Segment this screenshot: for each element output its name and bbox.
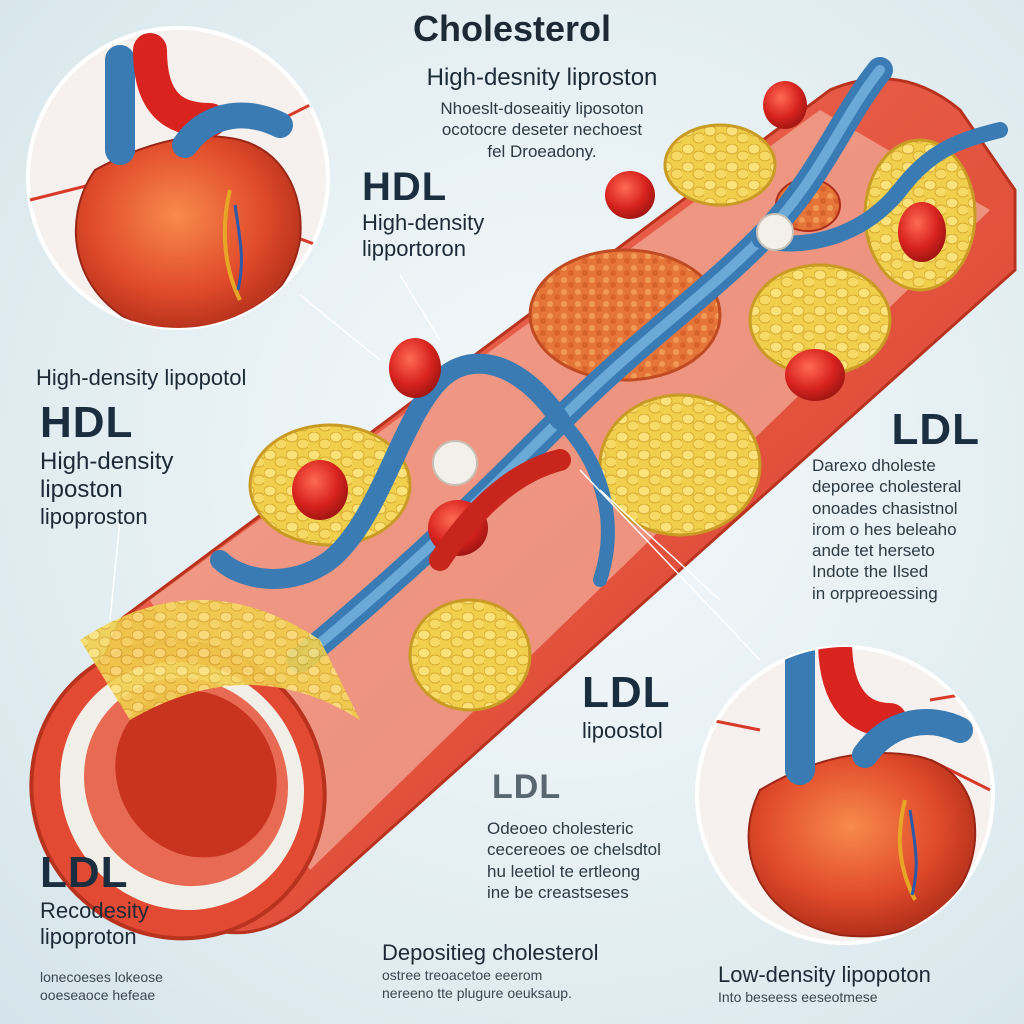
ldl-right-line: in orppreoessing	[812, 583, 938, 603]
ldl-lower-line: cecereoes oe chelsdtol	[487, 840, 661, 860]
ldl-left-label: LDL Recodesity lipoproton	[40, 848, 149, 950]
hdl-center-line: lipportoron	[362, 236, 466, 261]
ldl-right-line: Indote the Ilsed	[812, 562, 929, 582]
depositing-line: nereeno tte plugure oeuksaup.	[382, 985, 572, 1002]
ldl-lower-line: ine be creastseses	[487, 882, 629, 902]
ldl-left-note: lonecoeses lokeose	[40, 969, 163, 985]
hdl-center-line: High-density	[362, 210, 485, 235]
header-blurb-line: fel Droeadony.	[487, 141, 597, 161]
ldl-middle-line: lipoostol	[582, 718, 663, 743]
ldl-lower-line: hu leetiol te ertleong	[487, 861, 641, 881]
ldl-right-line: irom o hes beleaho	[812, 519, 957, 539]
right-heart-inset	[695, 645, 995, 945]
hdl-left-heading: HDL	[40, 398, 134, 447]
ldl-right-description: Darexo dholeste deporee cholesteral onoa…	[812, 455, 961, 604]
ldl-lower-label: LDL	[492, 768, 561, 807]
ldl-right-line: ande tet herseto	[812, 541, 935, 560]
header-blurb-line: Nhoeslt-doseaitiy liposoton	[440, 99, 644, 118]
ldl-lower-line: Odeoeo cholesteric	[487, 819, 634, 838]
ldl-left-note: ooeseaoce hefeae	[40, 987, 156, 1004]
hdl-left-label: HDL High-density liposton lipoproston	[40, 398, 173, 530]
hdl-left-line: High-density	[40, 448, 174, 475]
right-heart-caption-heading: Low-density lipopoton	[718, 962, 931, 987]
hdl-center-heading: HDL	[362, 165, 448, 209]
ldl-right-label: LDL	[790, 405, 980, 455]
depositing-line: ostree treoacetoe eeerom	[382, 967, 543, 983]
right-heart-caption: Low-density lipopoton Into beseess eeseo…	[718, 962, 931, 1006]
ldl-lower-heading: LDL	[492, 768, 562, 806]
header-blurb-line: ocotocre deseter nechoest	[441, 120, 643, 140]
left-heart-caption: High-density lipopotol	[36, 365, 247, 390]
page-title: Cholesterol	[412, 8, 612, 49]
depositing-heading: Depositieg cholesterol	[382, 940, 599, 965]
left-heart-inset	[26, 26, 330, 330]
ldl-left-line: Recodesity	[40, 898, 149, 923]
hdl-left-line: lipoproston	[40, 504, 148, 529]
ldl-right-line: Darexo dholeste	[812, 456, 936, 475]
header-blurb: Nhoeslt-doseaitiy liposoton ocotocre des…	[342, 98, 742, 162]
ldl-left-heading: LDL	[40, 848, 129, 897]
ldl-left-notes: lonecoeses lokeose ooeseaoce hefeae	[40, 968, 163, 1004]
ldl-middle-heading: LDL	[582, 668, 671, 717]
ldl-lower-description: Odeoeo cholesteric cecereoes oe chelsdto…	[487, 818, 661, 903]
right-heart-caption-note: Into beseess eeseotmese	[718, 989, 878, 1005]
hdl-left-line: liposton	[40, 476, 123, 503]
depositing-label: Depositieg cholesterol ostree treoacetoe…	[382, 940, 598, 1002]
leader-lines	[109, 274, 761, 661]
ldl-right-line: deporee cholesteral	[812, 477, 962, 497]
ldl-middle-label: LDL lipoostol	[582, 668, 671, 744]
header-subtitle: High-desnity liproston	[426, 64, 658, 91]
ldl-right-heading: LDL	[891, 405, 980, 454]
ldl-right-line: onoades chasistnol	[812, 498, 958, 518]
hdl-center-label: HDL High-density lipportoron	[362, 165, 484, 262]
ldl-left-line: lipoproton	[40, 924, 137, 949]
artery-tube	[29, 57, 1017, 941]
